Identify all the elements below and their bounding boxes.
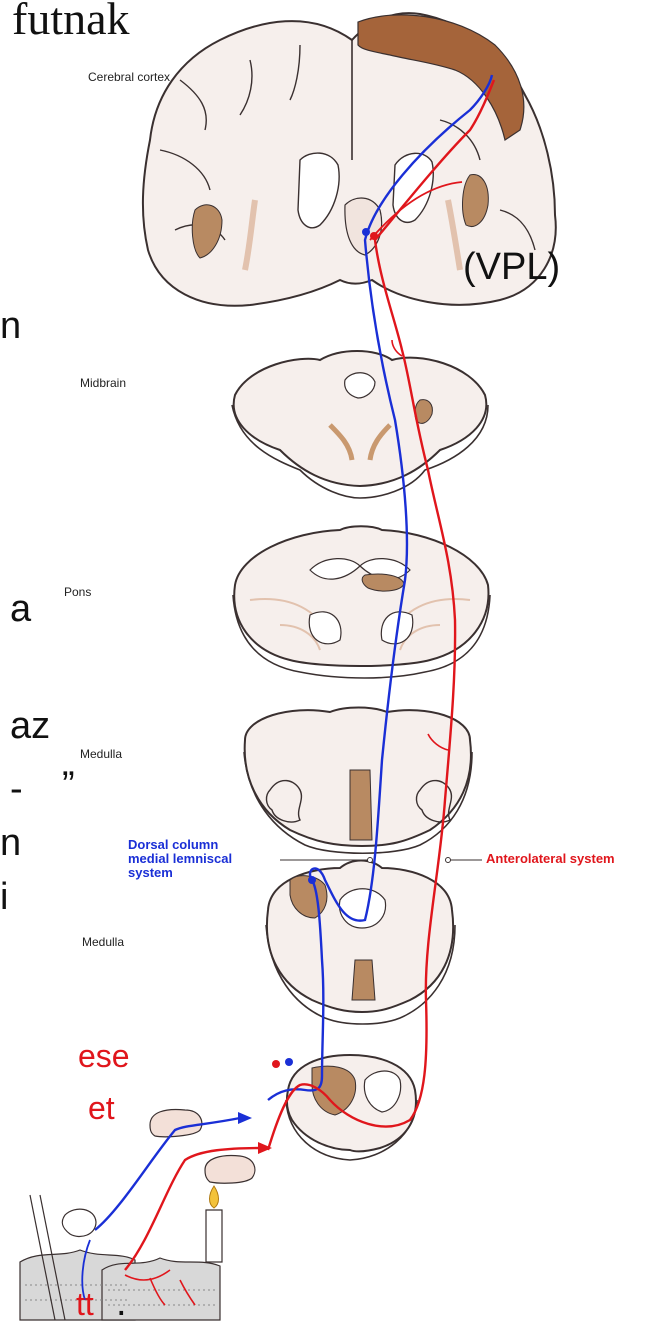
dorsal-column-label-line-1: Dorsal column xyxy=(128,838,218,852)
midbrain-section xyxy=(232,351,488,498)
left-text-fragment-5: - xyxy=(10,768,23,811)
ganglion-red-dot xyxy=(272,1060,280,1068)
spinal-cord-section xyxy=(286,1055,417,1160)
ganglion-blue-dot xyxy=(285,1058,293,1066)
anterolateral-leader-end xyxy=(446,858,451,863)
dorsal-arrow xyxy=(238,1112,252,1124)
label-medulla-upper: Medulla xyxy=(80,747,122,761)
label-medulla-lower: Medulla xyxy=(82,935,124,949)
anterolateral-label: Anterolateral system xyxy=(486,851,615,866)
label-cerebral-cortex: Cerebral cortex xyxy=(88,70,170,84)
left-text-fragment-3: az xyxy=(10,705,50,748)
lower-medulla-center xyxy=(339,889,385,928)
pons-outline xyxy=(234,526,488,666)
upper-medulla-section xyxy=(244,708,472,854)
medulla-blue-dot xyxy=(308,876,316,884)
label-pons: Pons xyxy=(64,585,91,599)
candle xyxy=(206,1210,222,1262)
label-midbrain: Midbrain xyxy=(80,376,126,390)
vpl-label: (VPL) xyxy=(463,246,560,289)
slide-title-fragment: futnak xyxy=(12,0,130,45)
finger-lower xyxy=(205,1156,255,1184)
red-text-fragment-2: et xyxy=(88,1090,115,1127)
pacinian-corpuscle xyxy=(62,1209,96,1236)
left-text-fragment-7: i xyxy=(0,876,8,919)
left-text-fragment-1: n xyxy=(0,305,21,348)
dorsal-column-label-line-2: medial lemniscal xyxy=(128,852,232,866)
finger-upper xyxy=(150,1110,202,1137)
upper-medulla-lemniscus xyxy=(350,770,372,840)
skin-receptors xyxy=(20,1110,255,1320)
left-text-fragment-2: a xyxy=(10,588,31,631)
red-text-fragment-3: tt xyxy=(76,1286,94,1323)
candle-flame xyxy=(210,1186,219,1208)
dorsal-column-label-line-3: system xyxy=(128,866,173,880)
midbrain-outline xyxy=(234,351,487,486)
thalamus-blue-dot xyxy=(362,228,370,236)
lower-medulla-pyramid xyxy=(352,960,375,1000)
red-text-fragment-1: ese xyxy=(78,1038,130,1075)
left-text-fragment-6: n xyxy=(0,822,21,865)
left-text-fragment-4: „ xyxy=(62,742,75,785)
pons-section xyxy=(233,526,490,678)
trailing-period: . xyxy=(116,1282,127,1325)
spinal-cord-outline xyxy=(287,1055,416,1151)
thalamus-red-dot xyxy=(370,232,378,240)
dorsal-column-leader-end xyxy=(368,858,373,863)
